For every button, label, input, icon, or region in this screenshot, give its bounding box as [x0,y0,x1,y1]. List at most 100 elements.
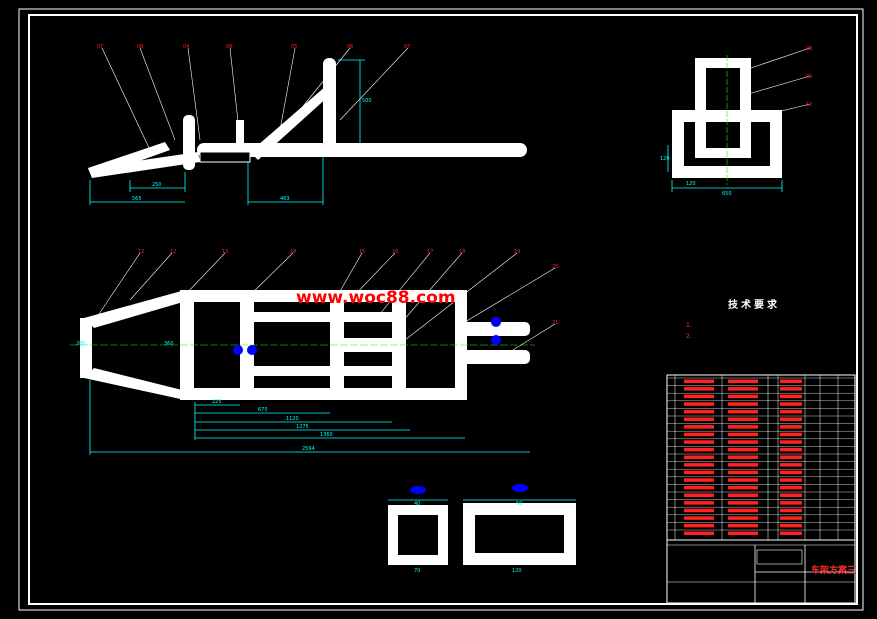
outer-border [18,8,864,611]
bom-cell [684,432,714,437]
watermark-text: www.woc88.com [296,288,456,308]
bom-cell [728,531,758,535]
bom-cell [728,440,758,444]
bom-cell [684,508,714,513]
front-tube-upper [88,142,170,178]
bom-cell [728,409,758,414]
bom-cell [684,501,714,505]
bom-cell [684,463,714,467]
balloon-08: 08 [137,44,143,50]
balloon-13: 13 [222,249,228,255]
bom-cell [728,478,758,482]
bom-cell [728,493,758,497]
front-upright [183,115,195,170]
diagonal-brace [250,86,330,160]
bom-cell [728,463,758,467]
side-view: 250 565 463 500 07 08 04 06 05 06 07 [88,44,527,205]
bom-cell [780,463,802,467]
bom-cell [684,402,714,406]
bom-cell [780,501,802,505]
front-view: 650 120 120 08 09 10 [660,46,812,197]
bom-cell [728,425,758,429]
bom-cell [780,516,802,520]
balloon-07b: 07 [404,44,410,50]
bom-cell [684,447,714,452]
bom-cell [684,478,714,482]
rear-ext-lower [455,350,530,364]
bom-cell [780,394,802,399]
rear-upright [323,58,336,156]
balloon-21: 21 [552,320,558,326]
bom-cell [780,523,802,528]
bom-cell [684,470,714,475]
bom-cell [780,387,802,391]
bom-cell [728,485,758,490]
balloon-06: 06 [226,44,232,50]
bom-cell [780,508,802,513]
balloon-10: 10 [806,102,812,108]
bom-cell [728,516,758,520]
bom-cell [780,493,802,497]
bom-cell [684,409,714,414]
dim-250: 250 [152,182,162,188]
dim-675: 675 [258,407,268,413]
bom-cell [728,508,758,513]
balloon-17: 17 [427,249,433,255]
balloon-12b: 12 [170,249,176,255]
balloon-04: 04 [183,44,189,50]
bom-cell [684,485,714,490]
bom-cell [684,523,714,528]
bom-cell [780,402,802,406]
bom-cell [780,379,802,383]
bom-cell [780,470,802,475]
bom-cell [684,531,714,535]
dim-2594: 2594 [302,446,315,452]
section-views: 40 50 70 120 [388,484,576,574]
bom-cell [780,440,802,444]
drawing-title: 车架方案三 [811,566,857,576]
bom-table [667,375,855,540]
dim-565: 565 [132,196,142,202]
bom-cell [728,432,758,437]
bom-cell [780,432,802,437]
balloon-20: 20 [552,264,558,270]
dim-1120: 1120 [286,416,299,422]
balloon-12a: 12 [138,249,144,255]
top-view: 225 675 1120 1275 1360 2594 280 360 12 1… [70,249,558,455]
balloon-09: 09 [806,74,812,80]
bom-cell [728,379,758,383]
dim-40: 40 [414,501,420,507]
bom-cell [728,523,758,528]
balloon-07: 07 [97,44,103,50]
dim-463: 463 [280,196,290,202]
dim-70: 70 [414,568,420,574]
bom-cell [780,447,802,452]
section-square [388,505,448,565]
bom-cell [780,485,802,490]
dim-225: 225 [212,399,222,405]
bom-cell [728,470,758,475]
bom-cell [684,394,714,399]
dim-120a: 120 [660,156,670,162]
balloon-18a: 18 [290,249,296,255]
front-tube [88,152,200,178]
dim-650: 650 [722,191,732,197]
bom-cell [728,402,758,406]
top-right-rail [180,388,465,400]
dim-120: 120 [512,568,522,574]
bracket [199,151,251,163]
bom-cell [728,455,758,459]
bom-cell [684,425,714,429]
tech-note-2: 2. [686,333,692,340]
balloon-06b: 06 [347,44,353,50]
balloon-16: 16 [392,249,398,255]
dim-50: 50 [516,501,522,507]
bom-cell [780,417,802,421]
bom-cell [728,394,758,399]
bom-cell [684,516,714,520]
bom-cell [780,455,802,459]
tech-note-1: 1. [686,322,692,329]
bom-cell [780,531,802,535]
